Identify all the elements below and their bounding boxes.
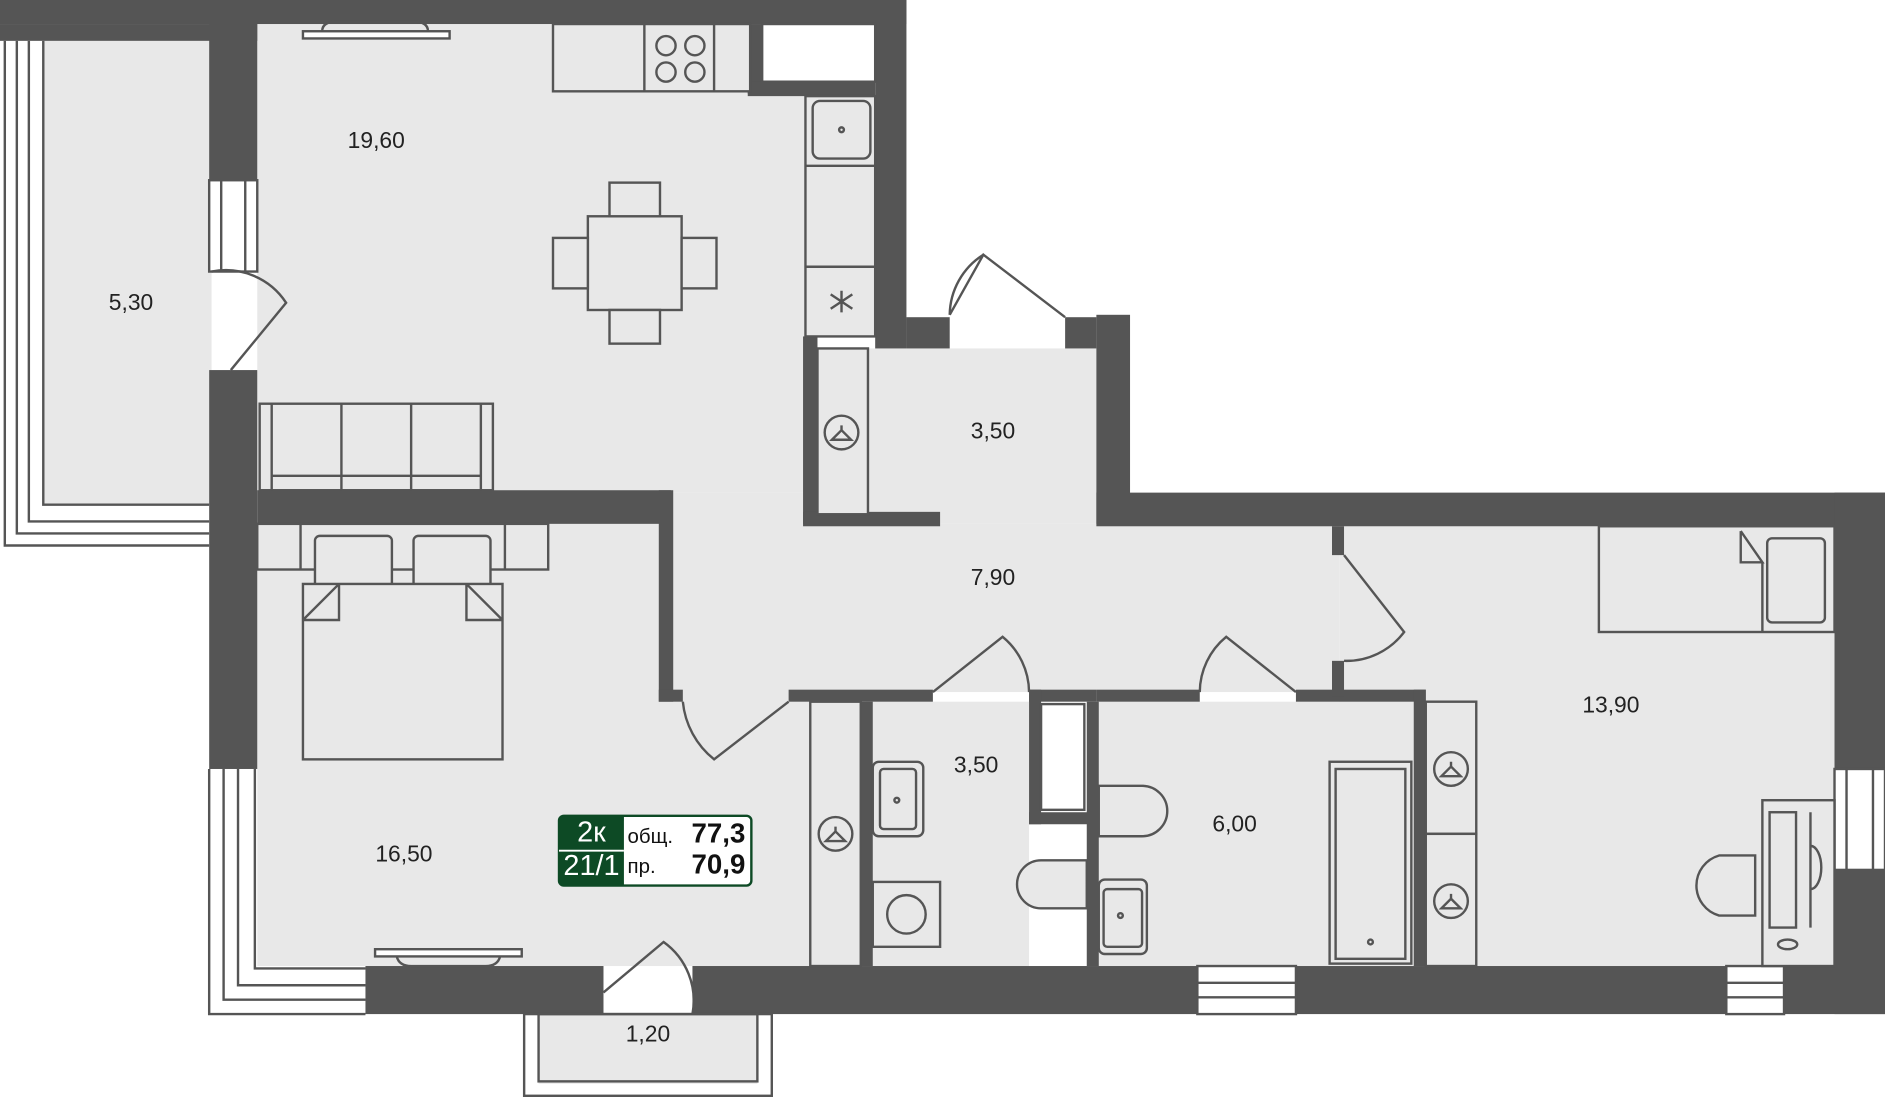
room-area-hallway: 7,90 <box>971 564 1015 590</box>
apartment-info-badge: 2к 21/1 общ. пр. 77,3 70,9 <box>557 814 753 887</box>
unit-number: 21/1 <box>563 850 619 882</box>
room-area-bathroom-large: 6,00 <box>1212 810 1256 836</box>
loggia-frame-left <box>3 40 210 547</box>
room-count: 2к <box>577 816 606 848</box>
total-area-label: общ. <box>628 826 674 848</box>
room-area-bedroom-2: 13,90 <box>1582 692 1639 718</box>
living-area-label: пр. <box>628 856 656 878</box>
furniture <box>256 20 1836 968</box>
entrance-door <box>948 252 1066 319</box>
total-area-value: 77,3 <box>692 817 746 848</box>
walls <box>0 0 1885 1015</box>
room-area-bedroom-1: 16,50 <box>375 841 432 867</box>
room-area-loggia-left: 5,30 <box>109 289 153 315</box>
room-area-balcony: 1,20 <box>626 1021 670 1047</box>
doors <box>211 252 1406 1015</box>
living-area-value: 70,9 <box>692 849 746 880</box>
room-area-kitchen-living: 19,60 <box>348 127 405 153</box>
windows <box>207 22 1885 1016</box>
loggia-frame-bottom <box>207 768 366 1016</box>
room-area-bathroom-small: 3,50 <box>954 752 998 778</box>
room-area-vestibule: 3,50 <box>971 418 1015 444</box>
